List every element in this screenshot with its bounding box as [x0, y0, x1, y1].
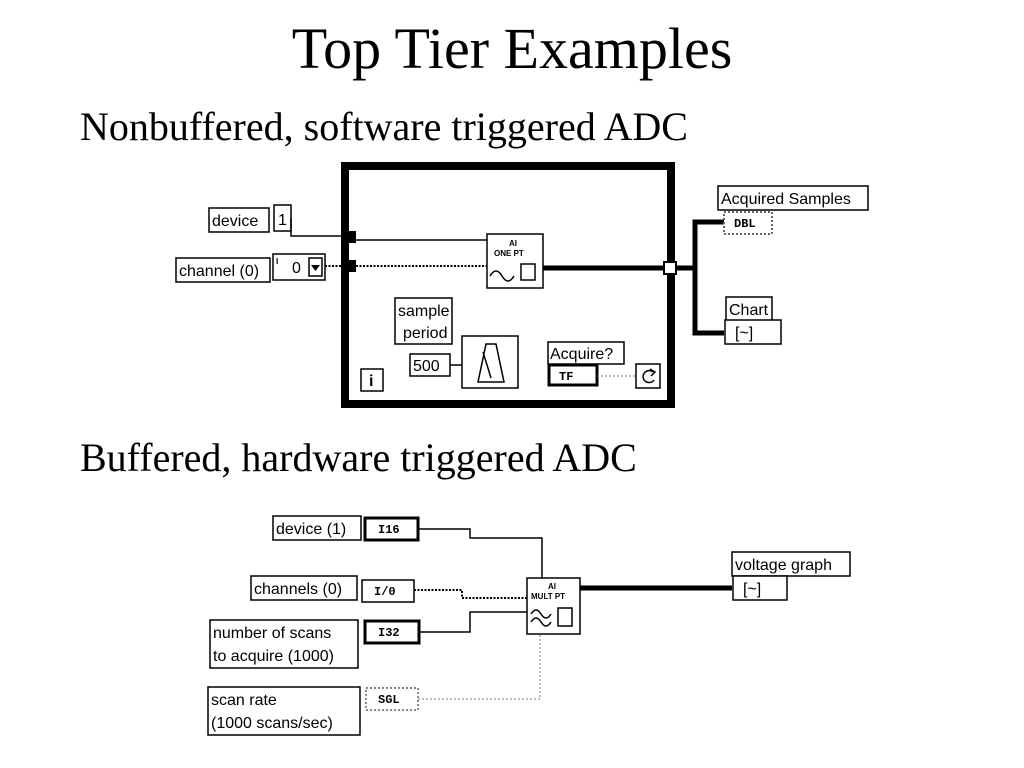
scans-line2: to acquire (1000): [213, 648, 334, 665]
rate-wire: [418, 634, 541, 700]
scans-line1: number of scans: [213, 625, 331, 642]
device-value: 1: [278, 212, 287, 229]
section1-heading: Nonbuffered, software triggered ADC: [80, 104, 688, 149]
channels-label: channels (0): [254, 581, 342, 598]
chart-indicator: Chart [~]: [724, 296, 782, 345]
rate-type: SGL: [378, 693, 400, 707]
device2-label: device (1): [276, 521, 346, 538]
rate-line1: scan rate: [211, 692, 277, 709]
voltage-graph-label: voltage graph: [735, 557, 832, 574]
device2-control[interactable]: device (1) I16: [272, 515, 420, 542]
channel-label: channel (0): [179, 263, 259, 280]
slide-title: Top Tier Examples: [291, 16, 733, 81]
sample-period-control[interactable]: sample period 500: [394, 297, 453, 377]
voltage-graph-type: [~]: [743, 581, 761, 598]
samples-wire: [676, 219, 724, 271]
section2-heading: Buffered, hardware triggered ADC: [80, 435, 637, 480]
chart-wire: [692, 268, 724, 336]
metronome-wait-icon[interactable]: [461, 335, 519, 389]
while-loop: [341, 162, 675, 408]
tunnel-output: [663, 261, 677, 275]
channels-control[interactable]: channels (0) I/0: [250, 575, 415, 603]
device-control[interactable]: device 1: [208, 204, 292, 233]
chart-type: [~]: [735, 325, 753, 342]
ai-mult-pt-line2: MULT PT: [531, 592, 565, 601]
tunnel-channel: [344, 260, 356, 272]
acquire-label: Acquire?: [550, 346, 613, 363]
while-loop-border: [341, 162, 675, 408]
sine-multi-icon: [530, 609, 552, 619]
voltage-graph-indicator: voltage graph [~]: [731, 551, 851, 601]
scans-type: I32: [378, 626, 400, 640]
ai-one-pt-line1: AI: [509, 239, 517, 248]
device-wire: [290, 218, 345, 237]
channel-control[interactable]: channel (0) I 0: [175, 253, 326, 283]
tunnel-device: [344, 231, 356, 243]
acquired-samples-type: DBL: [734, 217, 756, 231]
ai-one-pt-vi[interactable]: AI ONE PT: [486, 233, 544, 289]
ai-mult-pt-line1: AI: [548, 582, 556, 591]
device2-wire: [418, 528, 543, 578]
sine-icon: [489, 270, 515, 282]
ai-mult-pt-vi[interactable]: AI MULT PT: [526, 577, 581, 635]
scans-control[interactable]: number of scans to acquire (1000) I32: [209, 619, 421, 669]
ai-one-pt-line2: ONE PT: [494, 249, 524, 258]
sample-period-line2: period: [403, 325, 447, 342]
sample-period-line1: sample: [398, 303, 450, 320]
acquired-samples-indicator: Acquired Samples DBL: [717, 185, 869, 235]
scans-wire: [419, 611, 527, 633]
channel-type: I: [276, 257, 278, 266]
loop-condition-icon[interactable]: [635, 363, 661, 389]
daq-board-icon: [520, 263, 536, 281]
acquire-type: TF: [559, 370, 573, 384]
device-label: device: [212, 213, 258, 230]
device2-type: I16: [378, 523, 400, 537]
channels-type: I/0: [374, 585, 396, 599]
daq-board2-icon: [557, 607, 573, 627]
channels-wire: [414, 589, 527, 599]
scan-rate-control[interactable]: scan rate (1000 scans/sec) SGL: [207, 686, 419, 736]
chart-label: Chart: [729, 302, 769, 319]
sample-period-value: 500: [413, 358, 440, 375]
acquired-samples-label: Acquired Samples: [721, 191, 851, 208]
loop-iteration-terminal: i: [360, 368, 384, 392]
channel-value: 0: [292, 260, 301, 277]
rate-line2: (1000 scans/sec): [211, 715, 333, 732]
loop-index: i: [369, 373, 373, 390]
acquire-control[interactable]: Acquire? TF: [547, 341, 625, 387]
